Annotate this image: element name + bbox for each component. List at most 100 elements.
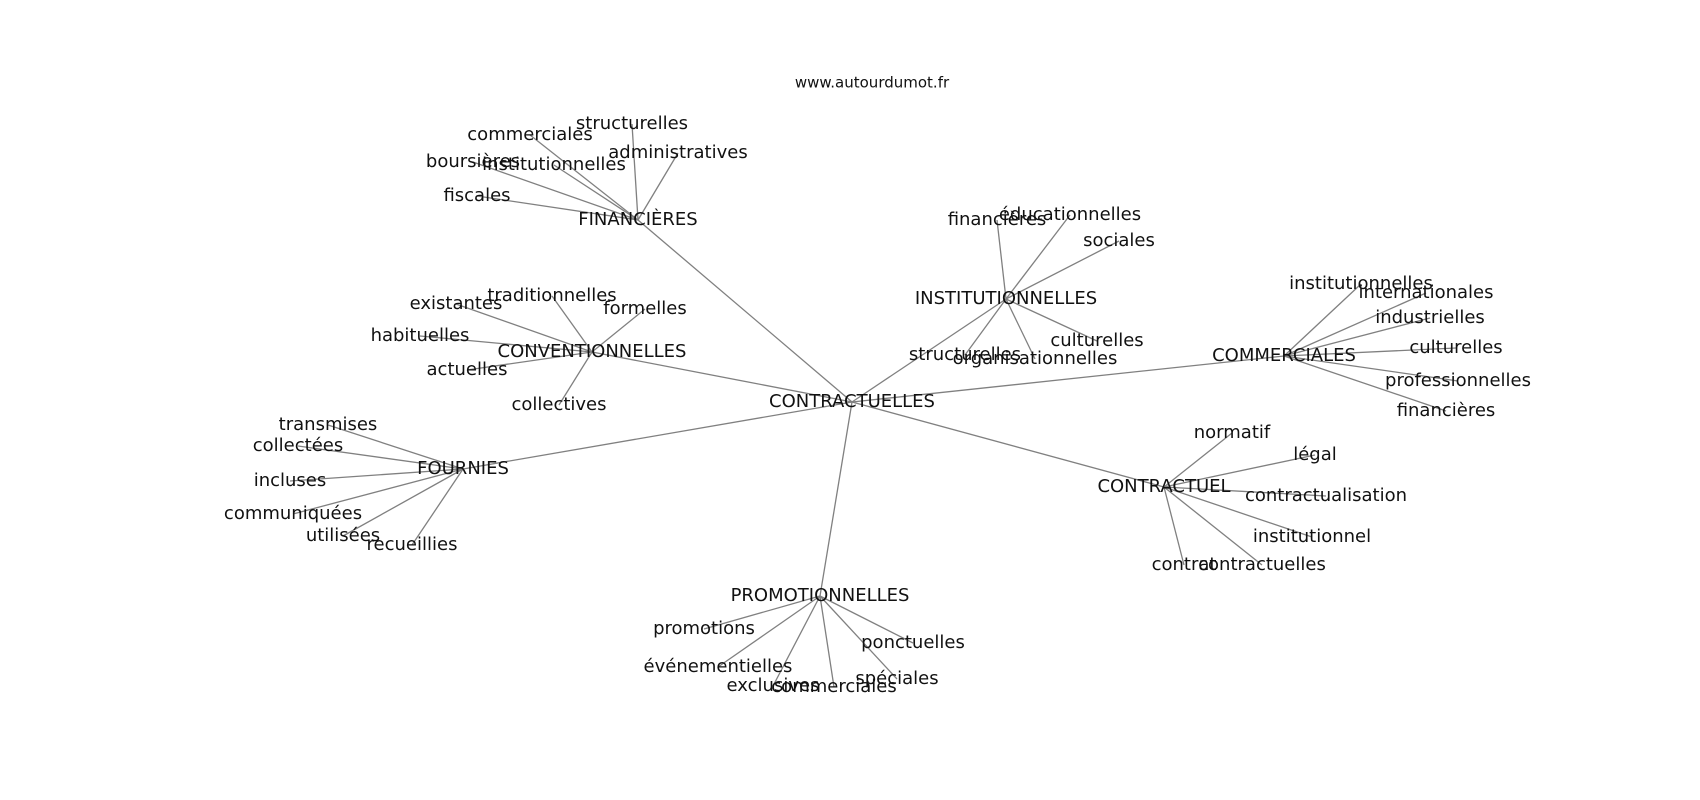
leaf-node: ponctuelles xyxy=(861,632,965,653)
leaf-node: légal xyxy=(1293,444,1337,465)
graph-labels: CONTRACTUELLES FINANCIÈRES structurelles ad… xyxy=(224,113,1531,697)
leaf-node: institutionnelles xyxy=(482,154,626,175)
leaf-node: normatif xyxy=(1194,422,1271,443)
leaf-node: exclusives xyxy=(727,675,820,696)
leaf-edge xyxy=(819,595,835,688)
root-edge xyxy=(851,401,1165,488)
leaf-edge xyxy=(472,161,639,221)
hub-node: FOURNIES xyxy=(417,458,509,479)
graph-edges xyxy=(289,123,1459,688)
leaf-edge xyxy=(1163,486,1313,538)
leaf-node: communiquées xyxy=(224,503,362,524)
hub-node: FINANCIÈRES xyxy=(578,208,697,230)
leaf-edge xyxy=(551,295,593,353)
root-edge xyxy=(637,219,853,403)
leaf-node: existantes xyxy=(410,293,503,314)
leaf-edge xyxy=(591,308,646,353)
root-node: CONTRACTUELLES xyxy=(769,391,935,412)
leaf-edge xyxy=(558,351,593,406)
leaf-edge xyxy=(289,468,464,482)
leaf-edge xyxy=(1163,486,1185,566)
leaf-node: recueillies xyxy=(367,534,458,555)
leaf-edge xyxy=(1283,355,1447,412)
leaf-node: structurelles xyxy=(909,344,1021,365)
leaf-edge xyxy=(819,595,898,680)
leaf-edge xyxy=(297,445,464,470)
leaf-edge xyxy=(717,595,821,668)
site-watermark: www.autourdumot.fr xyxy=(795,74,950,92)
leaf-edge xyxy=(1005,240,1120,300)
root-edge xyxy=(819,401,853,597)
leaf-node: habituelles xyxy=(371,325,470,346)
leaf-node: traditionnelles xyxy=(487,285,616,306)
leaf-edge xyxy=(1283,317,1431,357)
leaf-node: administratives xyxy=(608,142,747,163)
leaf-node: financières xyxy=(1397,400,1496,421)
leaf-node: institutionnel xyxy=(1253,526,1371,547)
leaf-edge xyxy=(327,424,464,470)
leaf-edge xyxy=(529,134,639,221)
leaf-edge xyxy=(631,123,639,221)
leaf-node: incluses xyxy=(254,470,327,491)
leaf-node: promotions xyxy=(653,618,755,639)
leaf-edge xyxy=(1005,214,1071,300)
leaf-edge xyxy=(455,303,593,353)
leaf-node: culturelles xyxy=(1050,330,1143,351)
leaf-node: actuelles xyxy=(427,359,508,380)
leaf-edge xyxy=(1163,432,1233,488)
leaf-edge xyxy=(1163,486,1263,566)
leaf-node: transmises xyxy=(279,414,378,435)
leaf-edge xyxy=(637,152,679,221)
leaf-edge xyxy=(964,298,1007,356)
leaf-node: financières xyxy=(948,209,1047,230)
leaf-edge xyxy=(772,595,821,687)
root-edge xyxy=(851,298,1007,403)
leaf-node: professionnelles xyxy=(1385,370,1531,391)
leaf-node: commerciales xyxy=(771,676,896,697)
leaf-node: collectées xyxy=(253,435,343,456)
leaf-edge xyxy=(292,468,464,515)
leaf-node: institutionnelles xyxy=(1289,273,1433,294)
leaf-node: commerciales xyxy=(467,124,592,145)
leaf-node: boursières xyxy=(426,151,520,172)
leaf-edge xyxy=(466,351,593,371)
hub-node: COMMERCIALES xyxy=(1212,345,1356,366)
leaf-node: sociales xyxy=(1083,230,1155,251)
leaf-edge xyxy=(553,164,639,221)
root-edge xyxy=(462,401,853,470)
leaf-node: événementielles xyxy=(644,656,793,677)
leaf-node: fiscales xyxy=(443,185,510,206)
hub-node: CONTRACTUEL xyxy=(1097,476,1230,497)
leaf-edge xyxy=(1283,292,1427,357)
leaf-edge xyxy=(1283,283,1362,357)
leaf-node: spéciales xyxy=(855,668,938,689)
leaf-edge xyxy=(419,335,593,353)
leaf-node: industrielles xyxy=(1375,307,1485,328)
leaf-node: contrat xyxy=(1152,554,1217,575)
leaf-edge xyxy=(1005,298,1036,360)
leaf-edge xyxy=(1163,486,1327,497)
leaf-edge xyxy=(1163,454,1316,488)
leaf-node: contractualisation xyxy=(1245,485,1407,506)
leaf-edge xyxy=(996,219,1007,300)
leaf-edge xyxy=(342,468,464,537)
leaf-node: organisationnelles xyxy=(953,348,1118,369)
leaf-edge xyxy=(703,595,821,630)
leaf-edge xyxy=(1283,347,1457,357)
leaf-edge xyxy=(476,195,639,221)
leaf-edge xyxy=(411,468,464,546)
leaf-node: éducationnelles xyxy=(999,204,1141,225)
leaf-edge xyxy=(1005,298,1098,342)
leaf-node: utilisées xyxy=(306,525,380,546)
leaf-node: structurelles xyxy=(576,113,688,134)
hub-node: PROMOTIONNELLES xyxy=(731,585,910,606)
leaf-node: contractuelles xyxy=(1198,554,1326,575)
root-edge xyxy=(851,355,1285,403)
leaf-node: internationales xyxy=(1358,282,1493,303)
hub-node: CONVENTIONNELLES xyxy=(498,341,687,362)
leaf-node: formelles xyxy=(603,298,687,319)
root-edge xyxy=(591,351,853,403)
leaf-node: collectives xyxy=(511,394,606,415)
